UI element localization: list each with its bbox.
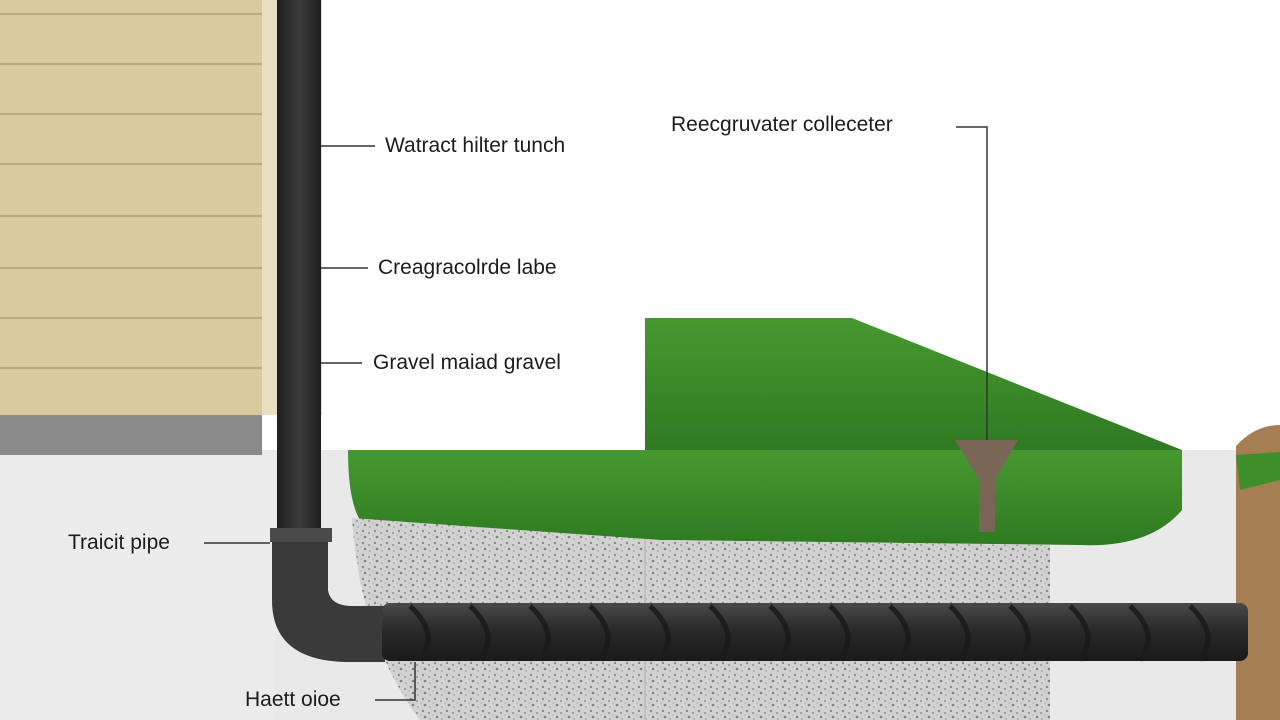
elbow-collar xyxy=(270,528,332,542)
drain-pipe xyxy=(382,603,1248,661)
label-grade: Creagracolrde labe xyxy=(378,256,557,279)
pipe-elbow xyxy=(272,530,385,662)
foundation-wall xyxy=(0,455,275,720)
collector-stem xyxy=(979,476,995,532)
collector-funnel xyxy=(955,440,1018,478)
soil-grass-cap xyxy=(1236,452,1280,490)
lawn-slope xyxy=(645,318,1182,450)
foundation-band xyxy=(0,415,262,455)
leader-lines xyxy=(204,126,988,701)
grass-strip xyxy=(348,450,1182,546)
house-siding xyxy=(0,0,322,415)
label-traict-pipe: Traicit pipe xyxy=(68,531,170,554)
label-collector: Reecgruvater colleceter xyxy=(671,113,893,136)
label-gravel: Gravel maiad gravel xyxy=(373,351,561,374)
pipe-corrugation xyxy=(408,604,1211,662)
label-bottom-pipe: Haett oioe xyxy=(245,688,341,711)
downspout xyxy=(277,0,321,540)
label-trench: Watract hilter tunch xyxy=(385,134,566,157)
